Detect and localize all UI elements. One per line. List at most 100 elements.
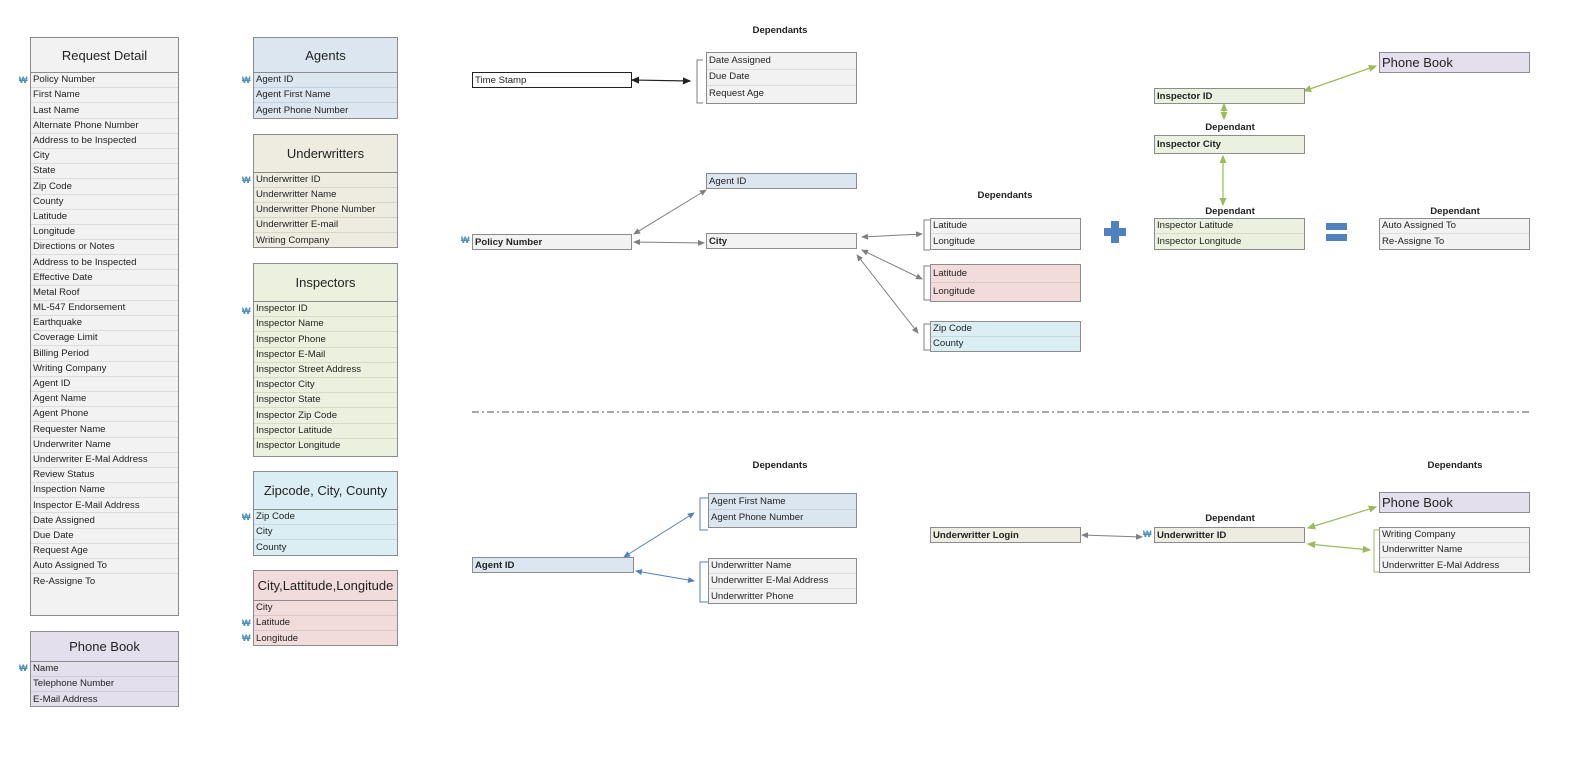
table-row: Inspector City [254,378,397,394]
table-row: Inspector Phone [254,332,397,348]
table-row: Earthquake [31,316,178,332]
dependant-label: Dependant [1430,206,1480,217]
table-row: Last Name [31,103,178,119]
table-row: Latitude [931,219,1080,234]
primary-key-icon: ₩ [461,235,470,245]
policy-number-box: Policy Number [472,234,632,250]
inspectors-title: Inspectors [254,264,397,302]
table-row: Writing Company [31,362,178,377]
table-row: Longitude [933,286,976,298]
table-row: Underwritter E-Mal Address [709,574,856,589]
table-row: Inspector State [254,393,397,409]
city-latlon-title: City,Lattitude,Longitude [254,571,397,601]
table-row: County [31,195,178,210]
table-row: Telephone Number [31,677,178,692]
table-row: Latitude [254,616,397,631]
table-row: Inspector Longitude [256,440,341,452]
table-row: Inspector Latitude [254,424,397,439]
table-row: Writing Company [1380,528,1529,543]
table-row: Latitude [31,210,178,225]
plus-icon [1104,221,1126,243]
primary-key-icon: ₩ [242,306,251,316]
table-row: State [31,164,178,180]
table-row: Request Age [31,544,178,559]
table-row: Agent First Name [254,88,397,103]
table-row: Request Age [709,88,764,100]
table-row: Due Date [31,529,178,544]
table-row: Effective Date [31,270,178,286]
table-row: Inspector Zip Code [254,408,397,424]
table-row: Inspector E-Mail [254,348,397,363]
table-row: County [256,541,287,553]
table-row: Inspector E-Mail Address [31,498,178,514]
inspector-city-box: Inspector City [1154,135,1305,154]
table-row: Inspector ID [254,302,397,318]
primary-key-icon: ₩ [242,175,251,185]
table-row: County [933,337,964,349]
table-row: Agent Phone Number [711,512,804,524]
table-row: First Name [31,88,178,104]
table-row: Underwritter Name [254,188,397,203]
phone-book-box: Phone Book [1379,52,1530,73]
request-detail-title: Request Detail [31,38,178,73]
table-row: Address to be Inspected [31,255,178,271]
table-row: Agent ID [31,377,178,392]
table-row: Auto Assigned To [1380,219,1529,234]
table-row: Latitude [931,265,1080,283]
dependants-label: Dependants [1427,460,1483,471]
phone-book-box: Phone Book [1379,492,1530,513]
table-row: Auto Assigned To [31,559,178,575]
dependant-label: Dependant [1205,513,1255,524]
table-row: Longitude [933,235,976,247]
table-row: Writing Company [256,234,330,246]
table-row: Inspector Name [254,317,397,333]
table-row: Alternate Phone Number [31,119,178,134]
table-row: Underwritter Phone Number [254,203,397,218]
table-row: Inspection Name [31,483,178,499]
dependants-label: Dependants [752,25,808,36]
table-row: Agent Phone [31,407,178,423]
table-row: Policy Number [31,73,178,89]
time-stamp-box: Time Stamp [472,72,632,88]
primary-key-icon: ₩ [242,618,251,628]
table-row: E-Mail Address [33,693,98,705]
zipcode-title: Zipcode, City, County [254,472,397,510]
table-row: Name [31,662,178,677]
table-row: Underwritter Phone [711,590,794,602]
table-row: City [31,149,178,165]
table-row: Underwriter Name [31,438,178,453]
table-row: Address to be Inspected [31,134,178,149]
primary-key-icon: ₩ [1143,529,1152,539]
table-row: Re-Assigne To [1382,235,1445,247]
table-row: Requester Name [31,422,178,438]
table-row: ML-547 Endorsement [31,301,178,316]
table-row: Underwritter Name [709,559,856,574]
primary-key-icon: ₩ [19,75,28,85]
primary-key-icon: ₩ [242,75,251,85]
underwriter-id-box: Underwritter ID [1154,527,1305,543]
underwriter-login-box: Underwritter Login [930,527,1081,543]
table-row: Underwritter E-mail [254,218,397,233]
table-row: Inspector Street Address [254,363,397,378]
table-row: Billing Period [31,346,178,362]
table-row: Longitude [256,632,299,644]
table-row: Coverage Limit [31,331,178,347]
